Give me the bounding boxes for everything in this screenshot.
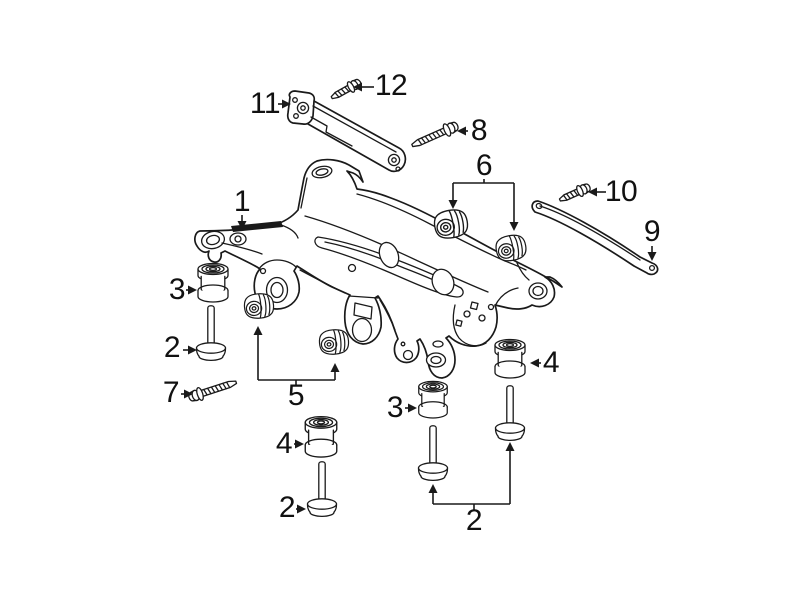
callout-1: 1 bbox=[233, 185, 251, 218]
callout-leaders bbox=[181, 82, 657, 514]
bushing-3b-drawing bbox=[418, 380, 448, 419]
callout-9: 9 bbox=[643, 215, 661, 248]
bolt-12-drawing bbox=[328, 76, 364, 104]
bolt-8-drawing bbox=[408, 118, 461, 153]
callout-3-left: 3 bbox=[168, 273, 186, 306]
bushing-4b-drawing bbox=[494, 338, 526, 379]
bushing-5a-drawing bbox=[243, 292, 275, 320]
crossmember-drawing bbox=[194, 158, 563, 379]
callout-2-left: 2 bbox=[163, 331, 181, 364]
stay-brace-drawing bbox=[531, 200, 659, 276]
bolt-7-drawing bbox=[186, 375, 239, 405]
pin-2c-drawing bbox=[417, 425, 449, 482]
callout-12: 12 bbox=[374, 69, 408, 102]
pin-2d-drawing bbox=[494, 385, 526, 442]
callout-2-mid: 2 bbox=[278, 491, 296, 524]
callout-6: 6 bbox=[475, 149, 493, 182]
callout-4-left: 4 bbox=[275, 427, 293, 460]
callout-11: 11 bbox=[249, 87, 281, 120]
bushing-6b-drawing bbox=[493, 232, 529, 264]
bushing-4a-drawing bbox=[304, 415, 338, 458]
callout-8: 8 bbox=[470, 114, 488, 147]
callout-2-right: 2 bbox=[465, 504, 483, 537]
bushing-3a-drawing bbox=[197, 262, 229, 303]
callout-4-right: 4 bbox=[542, 346, 560, 379]
callout-5: 5 bbox=[287, 379, 305, 412]
stay-bracket-drawing bbox=[286, 90, 407, 173]
pin-2b-drawing bbox=[306, 461, 338, 518]
callout-10: 10 bbox=[604, 175, 638, 208]
callout-7: 7 bbox=[162, 376, 180, 409]
callout-3-mid: 3 bbox=[386, 391, 404, 424]
bolt-10-drawing bbox=[556, 180, 593, 206]
pin-2a-drawing bbox=[195, 305, 227, 362]
bushing-5b-drawing bbox=[318, 328, 350, 356]
